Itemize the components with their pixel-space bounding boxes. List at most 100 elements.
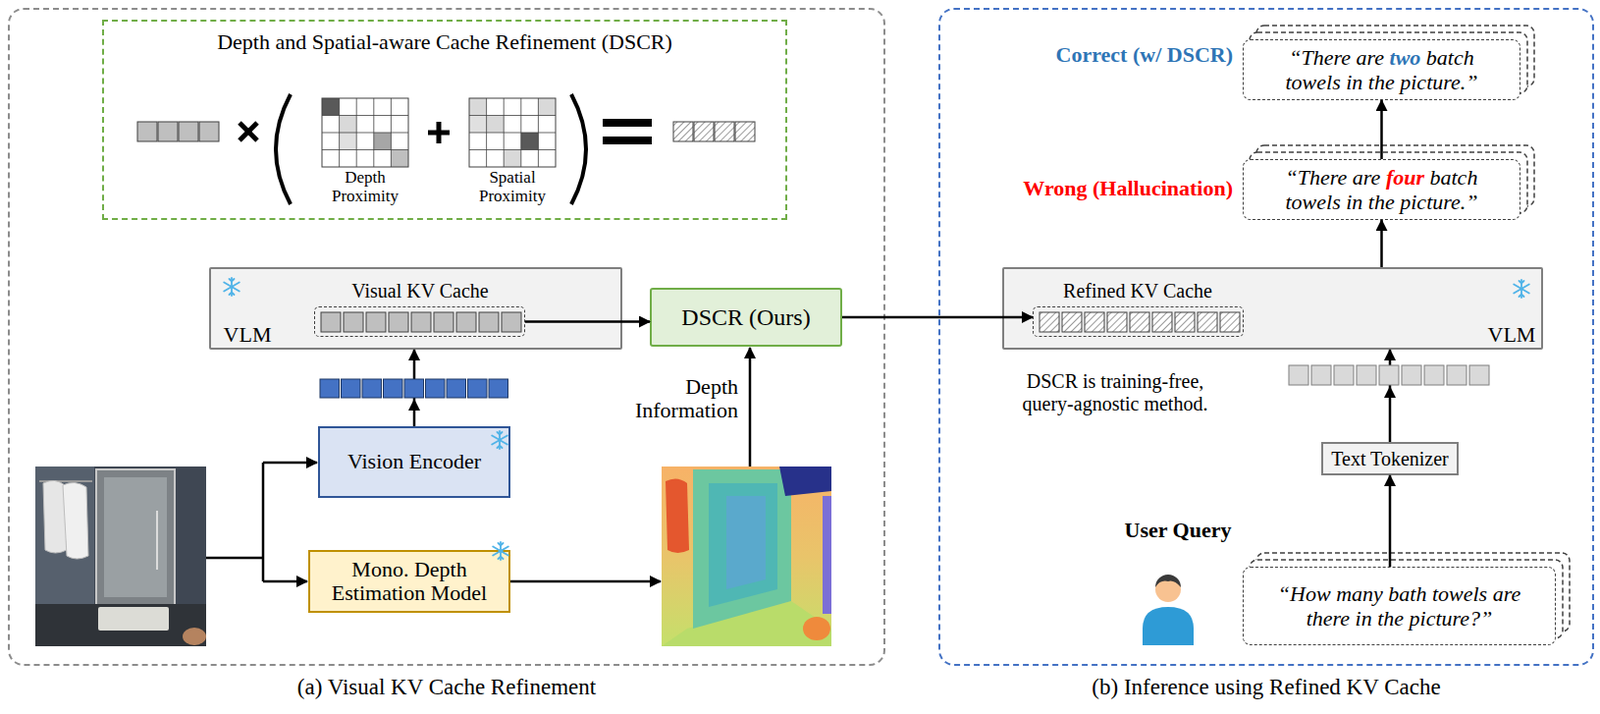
input-vector — [178, 121, 199, 142]
spatial-matrix — [469, 98, 487, 116]
flow-arrow — [263, 580, 308, 584]
visual-kv-tokens — [388, 312, 409, 332]
emphasis-word: four — [1386, 164, 1425, 190]
refined-kv-tokens — [1174, 312, 1195, 332]
bathroom-photo — [62, 481, 89, 559]
user-icon — [1142, 606, 1194, 645]
refined-kv-tokens — [1129, 312, 1150, 332]
depth-matrix — [339, 115, 358, 134]
bathroom-photo — [104, 477, 167, 597]
kv-cache: Visual KV Cache — [314, 306, 526, 337]
depth-map — [822, 495, 832, 614]
user-icon — [1155, 574, 1181, 587]
frozen-snowflake — [492, 541, 509, 560]
bathroom-photo — [96, 469, 175, 605]
visual-embedding-tokens — [488, 378, 509, 398]
input-vector — [137, 121, 158, 142]
refined-kv-tokens — [1062, 312, 1082, 332]
matrix-label: Spatial Proximity — [467, 168, 558, 206]
refined-vector — [714, 121, 735, 142]
text-tokens — [1333, 365, 1354, 385]
answer-heading: Correct (w/ DSCR) — [1056, 42, 1233, 68]
visual-embedding-tokens — [426, 378, 446, 398]
spatial-matrix — [469, 115, 487, 134]
panel-caption: (a) Visual KV Cache Refinement — [297, 673, 596, 701]
refined-vector — [693, 121, 714, 142]
refined-kv-tokens — [1220, 312, 1240, 332]
times-symbol — [239, 122, 258, 141]
bathroom-photo — [35, 466, 95, 646]
flow-arrow — [748, 347, 752, 467]
depth-map — [661, 466, 832, 646]
visual-embedding-tokens — [446, 378, 467, 398]
text-tokens — [1288, 365, 1490, 385]
matrix-label: Depth Proximity — [320, 168, 411, 206]
input-vector — [137, 121, 219, 142]
method-panel: Depth and Spatial-aware Cache Refinement… — [102, 19, 788, 220]
spatial-matrix — [503, 150, 522, 168]
arrow-head — [408, 398, 421, 411]
refined-kv-tokens — [1039, 312, 1240, 332]
spatial-matrix — [469, 98, 556, 167]
bathroom-photo — [156, 510, 159, 570]
visual-kv-tokens — [411, 312, 431, 332]
plus-symbol — [427, 130, 450, 136]
depth-matrix — [321, 98, 409, 167]
kv-cache: Refined KV Cache — [1032, 306, 1244, 337]
visual-embedding-tokens — [468, 378, 488, 398]
refined-kv-tokens — [1152, 312, 1173, 332]
spatial-matrix — [469, 98, 556, 167]
connector-arrow — [1380, 100, 1384, 160]
answer-box: Correct (w/ DSCR)“There are two batch to… — [1242, 39, 1521, 101]
frozen-snowflake — [1513, 279, 1530, 298]
panel-title: Depth and Spatial-aware Cache Refinement… — [216, 29, 673, 55]
bathroom-photo — [39, 480, 93, 482]
text-tokens — [1401, 365, 1422, 385]
answer-box: Wrong (Hallucination)“There are four bat… — [1242, 159, 1521, 220]
answer-text: “There are two batch towels in the pictu… — [1269, 45, 1495, 96]
refined-kv-tokens — [1084, 312, 1105, 332]
model-box: VLMRefined KV Cache — [1002, 266, 1544, 350]
depth-matrix — [321, 98, 409, 167]
refined-vector — [735, 121, 755, 142]
visual-embedding-tokens — [404, 378, 425, 398]
panel-caption: (b) Inference using Refined KV Cache — [1091, 673, 1440, 701]
frozen-snowflake — [223, 277, 1530, 560]
input-vector — [158, 121, 178, 142]
depth-map — [802, 616, 831, 640]
method-box: DSCR (Ours) — [649, 287, 843, 347]
emphasis-word: two — [1389, 45, 1422, 70]
depth-matrix — [339, 132, 358, 151]
cache-label: Visual KV Cache — [351, 278, 489, 303]
input-vector — [199, 121, 219, 142]
query-box: “How many bath towels are there in the p… — [1242, 566, 1556, 645]
user-label: User Query — [1124, 517, 1232, 543]
depth-matrix — [321, 98, 409, 167]
depth-model-label: Mono. Depth Estimation Model — [320, 557, 498, 605]
flow-arrow — [263, 461, 318, 465]
parenthesis — [275, 94, 291, 205]
connector-arrow — [842, 316, 1033, 320]
arrow-head — [1384, 385, 1396, 398]
times-symbol — [239, 122, 258, 141]
connector-arrow — [1380, 219, 1384, 267]
tokenizer-box: Text Tokenizer — [1321, 441, 1459, 476]
connector-arrow — [1388, 349, 1392, 442]
depth-map — [661, 600, 832, 646]
model-label: VLM — [223, 321, 272, 348]
visual-kv-tokens — [501, 312, 522, 332]
refined-kv-tokens — [1107, 312, 1127, 332]
connector-arrow — [1388, 475, 1392, 567]
flow-arrow — [206, 347, 750, 582]
depth-label: Depth Information — [625, 374, 739, 423]
text-tokens — [1288, 365, 1309, 385]
note-text: DSCR is training-free, query-agnostic me… — [1010, 370, 1222, 416]
flow-arrow — [206, 556, 264, 560]
depth-map — [665, 478, 690, 553]
equals-symbol — [602, 118, 652, 127]
depth-matrix — [390, 150, 409, 168]
spatial-matrix — [521, 132, 539, 151]
frozen-snowflake — [223, 277, 240, 296]
visual-kv-tokens — [479, 312, 499, 332]
panel-frame: (a) Visual KV Cache RefinementDepth and … — [7, 7, 886, 666]
